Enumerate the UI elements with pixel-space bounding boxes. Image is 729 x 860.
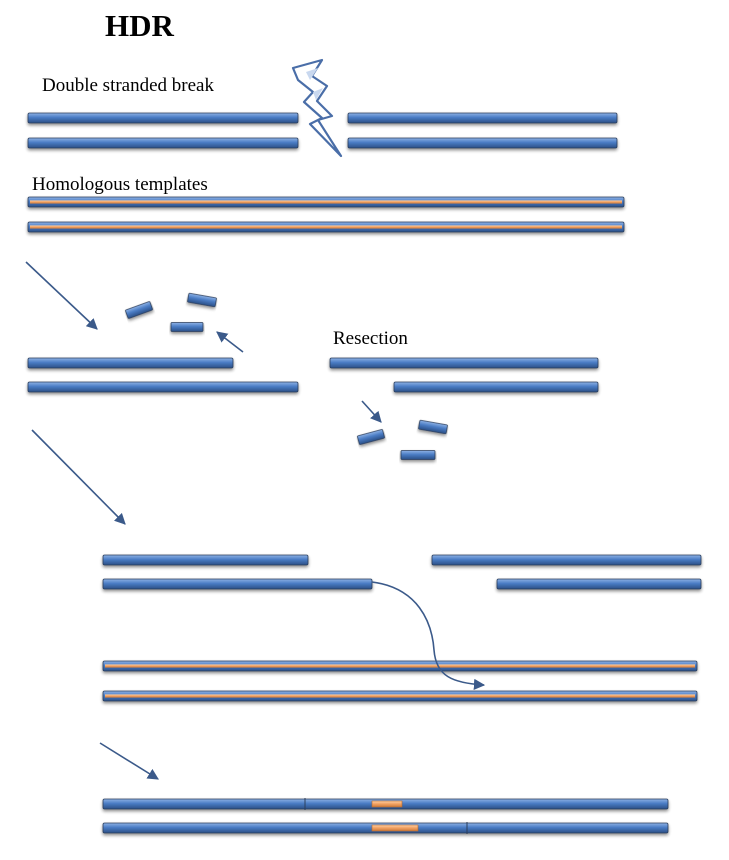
dsb-strand-right-bottom bbox=[347, 137, 618, 149]
nucleotide-fragment-1 bbox=[125, 301, 153, 319]
nucleotide-fragment-6 bbox=[400, 450, 436, 460]
arrow-fragment-release-right bbox=[361, 400, 382, 423]
resection-strand-left-top bbox=[27, 357, 234, 369]
arrow-fragment-release-left bbox=[216, 331, 244, 353]
nucleotide-fragment-4 bbox=[357, 429, 385, 445]
invasion-strand-left-top bbox=[102, 554, 309, 566]
label-homologous-templates: Homologous templates bbox=[32, 174, 208, 195]
bolt-highlight-1 bbox=[306, 68, 318, 80]
nucleotide-fragment-2 bbox=[187, 292, 217, 308]
invasion-template-bottom bbox=[102, 690, 698, 702]
new-synthesis-bottom bbox=[371, 824, 419, 832]
arrow-to-resection bbox=[25, 261, 98, 330]
invasion-strand-right-bottom bbox=[496, 578, 702, 590]
label-resection: Resection bbox=[333, 328, 408, 349]
lightning-bolt-icon bbox=[291, 58, 343, 158]
bolt-highlight-2 bbox=[313, 88, 323, 100]
resection-strand-right-bottom bbox=[393, 381, 599, 393]
invasion-strand-left-bottom bbox=[102, 578, 373, 590]
nucleotide-fragment-5 bbox=[418, 419, 448, 435]
arrow-to-repair bbox=[99, 742, 159, 780]
resection-strand-left-bottom bbox=[27, 381, 299, 393]
dsb-strand-right-top bbox=[347, 112, 618, 124]
template-strand-bottom bbox=[27, 221, 625, 233]
template-strand-top bbox=[27, 196, 625, 208]
new-synthesis-top bbox=[371, 800, 403, 808]
invading-strand-curve bbox=[371, 581, 486, 690]
invasion-strand-right-top bbox=[431, 554, 702, 566]
arrow-to-strand-invasion bbox=[31, 429, 126, 525]
dsb-strand-left-top bbox=[27, 112, 299, 124]
invasion-template-top bbox=[102, 660, 698, 672]
nucleotide-fragment-3 bbox=[170, 322, 204, 332]
resection-strand-right-top bbox=[329, 357, 599, 369]
dsb-strand-left-bottom bbox=[27, 137, 299, 149]
label-double-stranded-break: Double stranded break bbox=[42, 75, 214, 96]
diagram-title: HDR bbox=[105, 8, 174, 43]
